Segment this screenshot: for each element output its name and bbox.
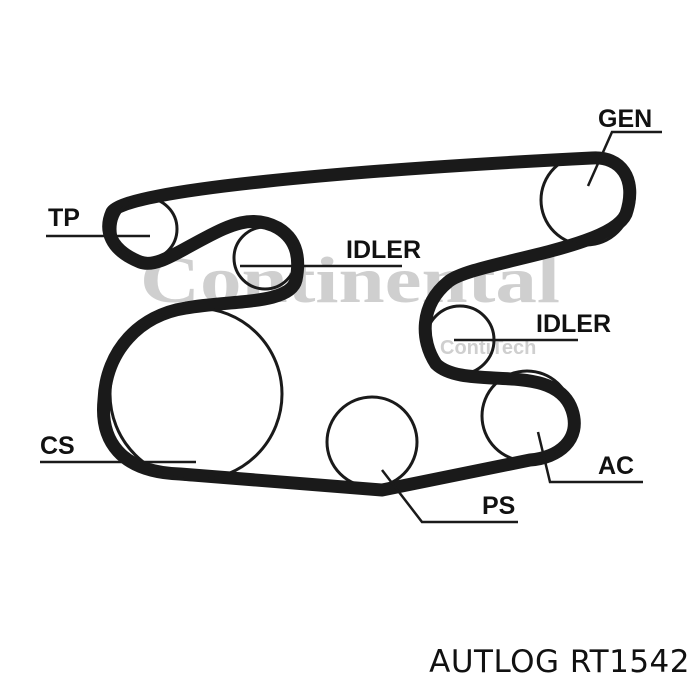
watermark-sub: ContiTech: [440, 337, 536, 359]
ps-label: PS: [482, 492, 515, 520]
tp-label: TP: [48, 204, 80, 232]
leader-lines: [40, 130, 662, 524]
product-caption: AUTLOG RT1542: [429, 644, 690, 680]
idler-top-pulley: [232, 225, 298, 291]
gen-label: GEN: [598, 105, 652, 133]
cs-label: CS: [40, 432, 75, 460]
ac-pulley: [480, 369, 574, 463]
gen-pulley: [539, 153, 633, 247]
idler-right-label: IDLER: [536, 310, 611, 338]
idler-top-label: IDLER: [346, 236, 421, 264]
ac-label: AC: [598, 452, 634, 480]
tp-pulley: [113, 196, 179, 262]
gen-leader: [586, 130, 662, 187]
ps-pulley: [325, 395, 419, 489]
ac-leader: [536, 431, 643, 484]
ps-leader: [381, 469, 518, 524]
cs-pulley: [108, 306, 284, 482]
